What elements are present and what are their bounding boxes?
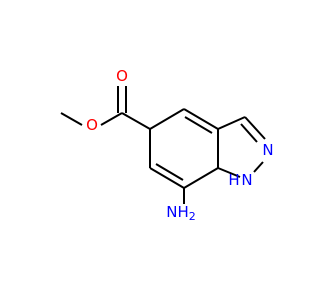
bond-c4-c3a-outer — [183, 108, 219, 130]
bond-n2-n1 — [253, 161, 264, 173]
bond-c4-c3a-inner — [184, 116, 213, 134]
bond-n1-c7a — [217, 167, 241, 178]
bond-c7-c6-inner — [155, 163, 184, 181]
atom-o-carbonyl: O — [116, 67, 128, 85]
bond-c3-n2-inner — [240, 123, 258, 143]
nh2-subscript: 2 — [189, 210, 196, 223]
atom-nh2-amino: NH2 — [166, 203, 196, 223]
bond-c7-c6-outer — [149, 167, 185, 189]
bond-methyl-o — [60, 112, 83, 126]
atom-o-methoxy: O — [86, 116, 98, 134]
bond-o-carbonyl-c — [100, 112, 123, 126]
atom-nh-hydrogen: H — [228, 171, 239, 189]
bond-c7a-c7 — [183, 167, 219, 189]
bond-c5-c4 — [149, 108, 185, 130]
nh2-main: NH — [166, 203, 189, 221]
bond-c3-n2-outer — [244, 116, 266, 140]
molecule-drawing: O O N N H NH2 — [60, 67, 274, 223]
structure-canvas: O O N N H NH2 — [60, 67, 274, 223]
atom-n-pyrazole: N — [262, 141, 273, 159]
atom-nh-pyrazole: N — [241, 171, 252, 189]
bond-c3a-c3 — [217, 116, 246, 130]
bond-carbonyl-c5 — [121, 112, 151, 130]
